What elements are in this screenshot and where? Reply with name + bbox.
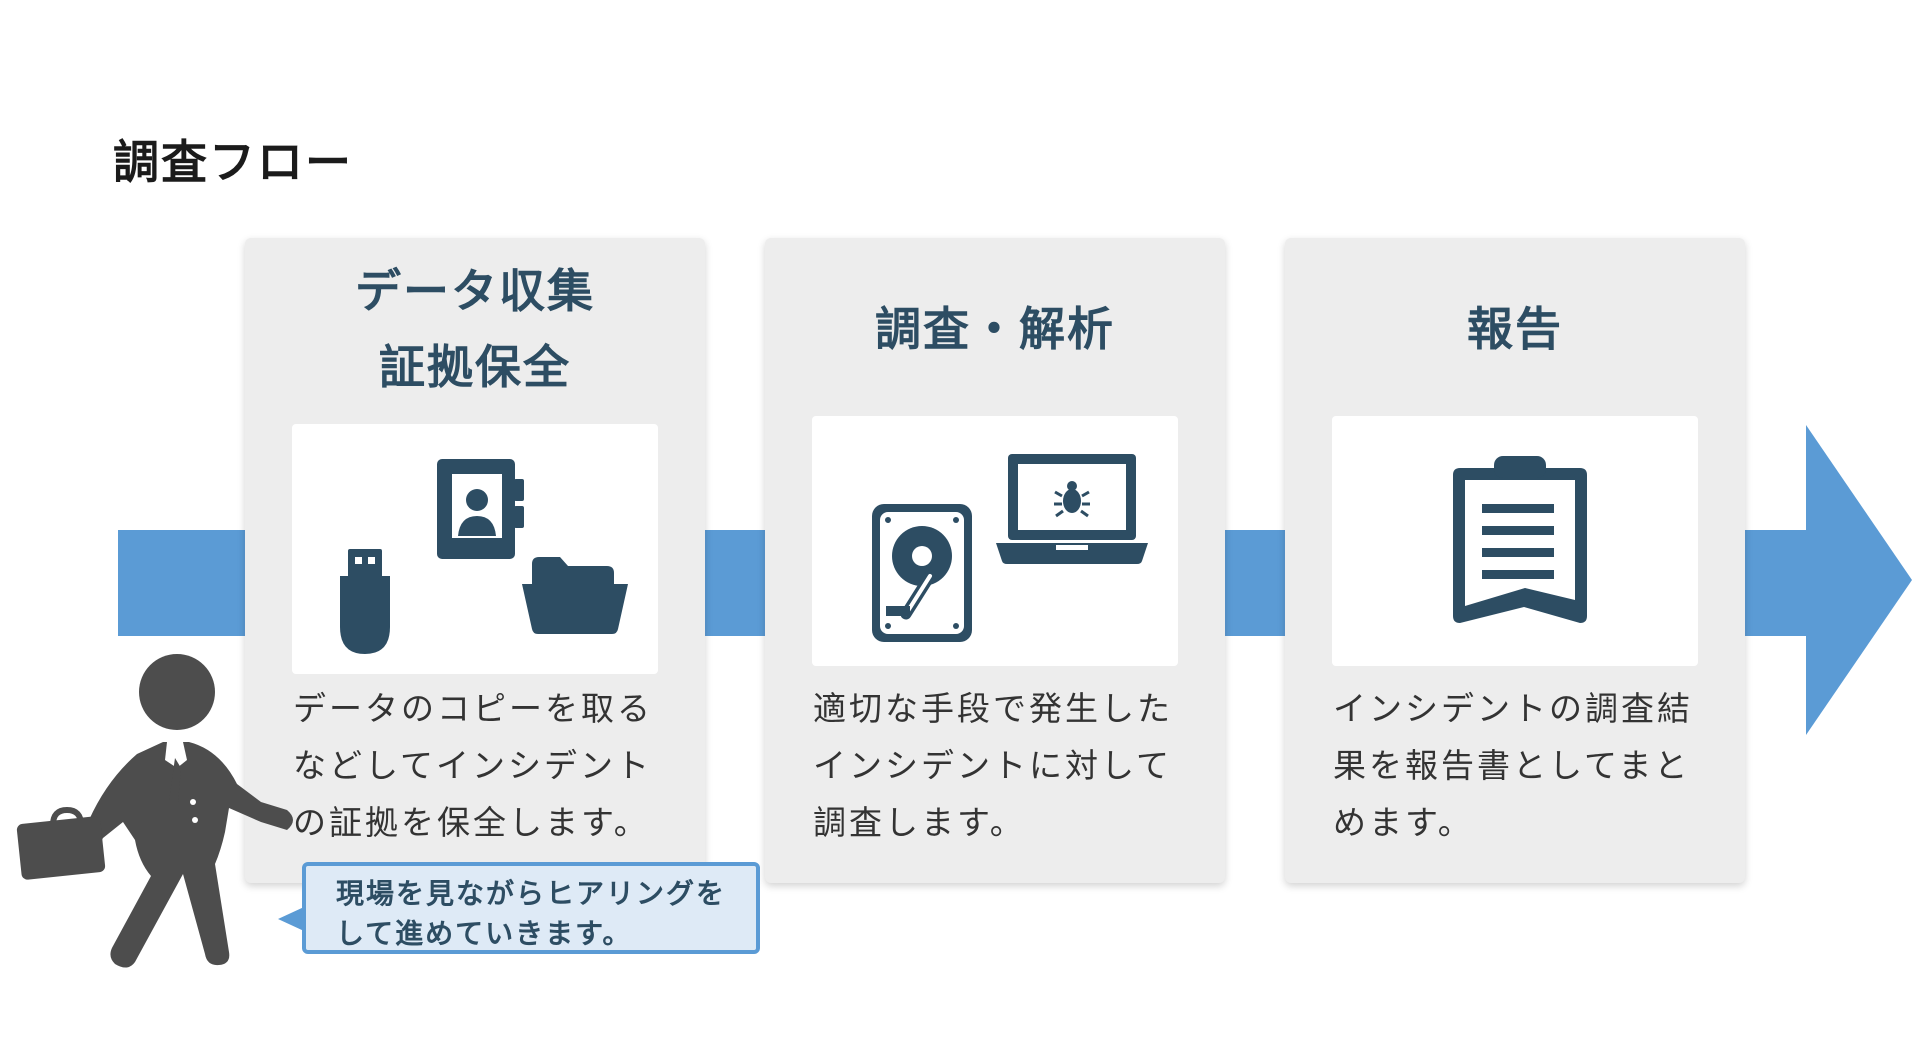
laptop-bug-icon [996, 454, 1148, 564]
bug-icon [1054, 481, 1090, 518]
clipboard-report-icon [1453, 456, 1587, 623]
folder-icon [522, 557, 628, 634]
businessman-walking-icon [15, 650, 295, 974]
speech-bubble-text: 現場を見ながらヒアリングを して進めていきます。 [336, 877, 727, 950]
step-card-data-collection: データ収集 証拠保全 データのコピーを取る などしてインシデント [245, 238, 705, 883]
step-description: データのコピーを取る などしてインシデント の証拠を保全します。 [293, 689, 653, 842]
step-title: 調査・解析 [875, 302, 1115, 356]
page-title: 調査フロー [113, 135, 353, 189]
hard-disk-icon [872, 504, 972, 642]
speech-bubble: 現場を見ながらヒアリングを して進めていきます。 [302, 862, 760, 954]
step-description: 適切な手段で発生した インシデントに対して 調査します。 [813, 689, 1173, 842]
flow-arrow-head [1806, 425, 1912, 735]
step-card-report: 報告 インシデントの調査結 果を報告書としてまと めます。 [1285, 238, 1745, 883]
usb-drive-icon [340, 549, 390, 654]
flow-bar-end [1745, 530, 1810, 636]
flow-bar-connector-2 [1225, 530, 1290, 636]
step-illustration [292, 424, 658, 674]
speech-bubble-tail [278, 907, 304, 931]
flow-bar-connector-1 [705, 530, 770, 636]
step-title: 報告 [1467, 302, 1563, 356]
step-card-investigation: 調査・解析 [765, 238, 1225, 883]
contact-card-icon [437, 459, 524, 559]
step-description: インシデントの調査結 果を報告書としてまと めます。 [1333, 689, 1693, 842]
step-title: データ収集 証拠保全 [355, 264, 595, 394]
step-illustration [1332, 416, 1698, 666]
flow-bar-start [118, 530, 248, 636]
step-illustration [812, 416, 1178, 666]
